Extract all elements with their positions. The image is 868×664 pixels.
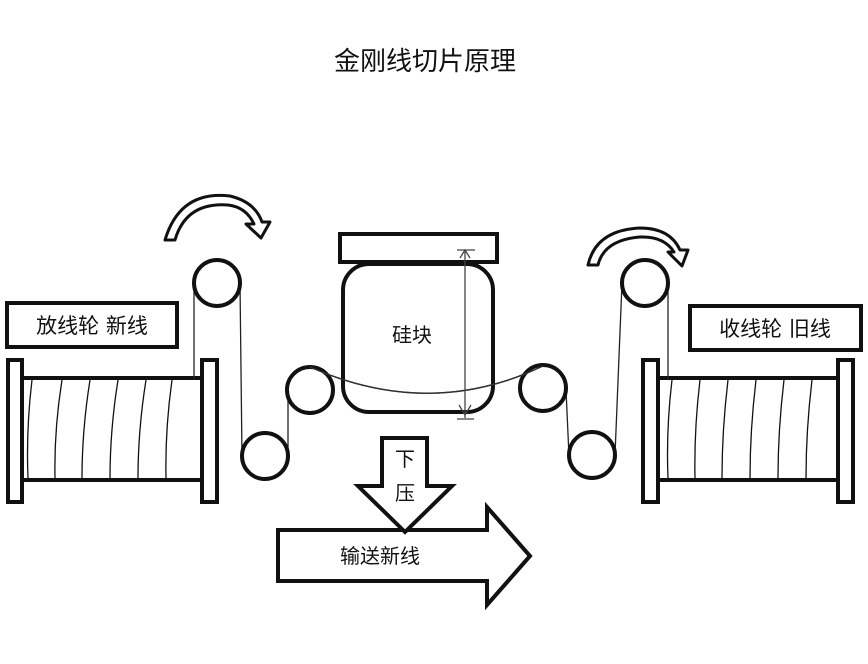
block-holder-plate — [338, 232, 499, 264]
right-guide-pulley — [518, 363, 568, 413]
press-label-line1: 下 — [395, 447, 415, 471]
diamond-wire — [193, 282, 669, 457]
left-spool-label-box: 放线轮 新线 — [5, 301, 179, 349]
right-lower-pulley — [567, 430, 617, 480]
right-spool — [641, 358, 855, 504]
right-top-pulley — [620, 258, 670, 308]
left-spool-label: 放线轮 新线 — [36, 314, 148, 338]
silicon-block: 硅块 — [309, 232, 544, 420]
left-rotation-arrow-icon — [163, 193, 272, 242]
silicon-block-label: 硅块 — [392, 323, 432, 347]
press-down-arrow: 下 压 — [353, 436, 457, 535]
cut-depth-arrow — [457, 248, 475, 420]
right-rotation-arrow-icon — [586, 226, 690, 268]
press-label-line2: 压 — [395, 481, 415, 505]
right-spool-label: 收线轮 旧线 — [719, 317, 831, 341]
diagram-title: 金刚线切片原理 — [334, 47, 516, 77]
left-spool — [6, 358, 219, 504]
left-top-pulley — [192, 258, 242, 308]
feed-arrow-label: 输送新线 — [340, 544, 420, 568]
right-spool-label-box: 收线轮 旧线 — [688, 304, 863, 352]
left-lower-pulley — [240, 431, 290, 481]
feed-arrow: 输送新线 — [276, 501, 533, 611]
